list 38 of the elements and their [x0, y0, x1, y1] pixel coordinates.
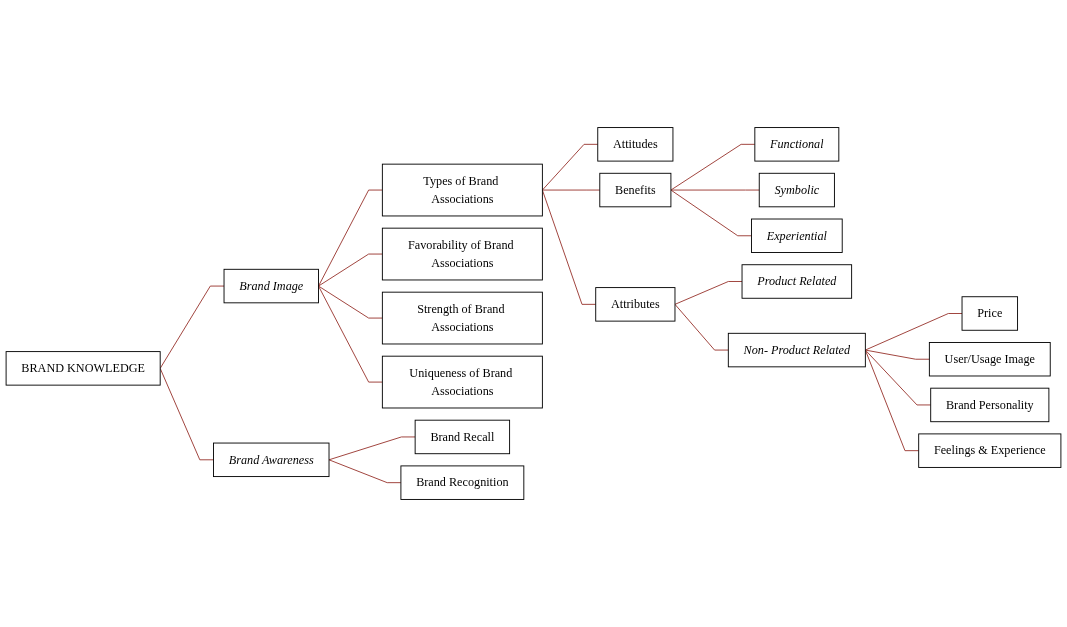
node-box: Non- Product Related: [727, 332, 866, 368]
node-box: Brand Recall: [414, 419, 511, 455]
node-box: Price: [961, 296, 1018, 331]
connector: [159, 285, 225, 369]
connector: [328, 436, 416, 461]
connector: [864, 349, 930, 360]
connector: [670, 189, 760, 191]
node-box: Uniqueness of Brand Associations: [381, 355, 543, 409]
connector: [864, 313, 963, 351]
connector: [318, 285, 383, 383]
connector: [318, 189, 383, 287]
connector: [670, 143, 756, 191]
node-box: Favorability of Brand Associations: [381, 227, 543, 281]
connector: [541, 189, 601, 191]
node-box: Feelings & Experience: [918, 433, 1062, 468]
node-box: Experiential: [751, 218, 843, 253]
node-box: Symbolic: [758, 172, 835, 208]
connector: [328, 459, 402, 484]
node-box: BRAND KNOWLEDGE: [5, 351, 161, 386]
connector: [318, 285, 383, 319]
node-box: Attitudes: [597, 127, 674, 162]
node-box: User/Usage Image: [928, 342, 1051, 377]
connector: [864, 349, 932, 406]
node-box: Benefits: [599, 172, 672, 208]
connector: [674, 303, 729, 351]
node-box: Strength of Brand Associations: [381, 291, 543, 345]
node-box: Brand Recognition: [400, 465, 525, 500]
node-box: Brand Image: [223, 268, 319, 304]
node-box: Product Related: [741, 264, 853, 299]
node-box: Brand Awareness: [213, 442, 330, 478]
node-box: Brand Personality: [930, 387, 1050, 423]
connector: [674, 281, 743, 305]
node-box: Functional: [754, 127, 840, 162]
node-box: Attributes: [595, 287, 676, 322]
connector: [318, 253, 383, 287]
node-box: Types of Brand Associations: [381, 163, 543, 217]
connector: [541, 143, 599, 191]
connector: [670, 189, 752, 237]
